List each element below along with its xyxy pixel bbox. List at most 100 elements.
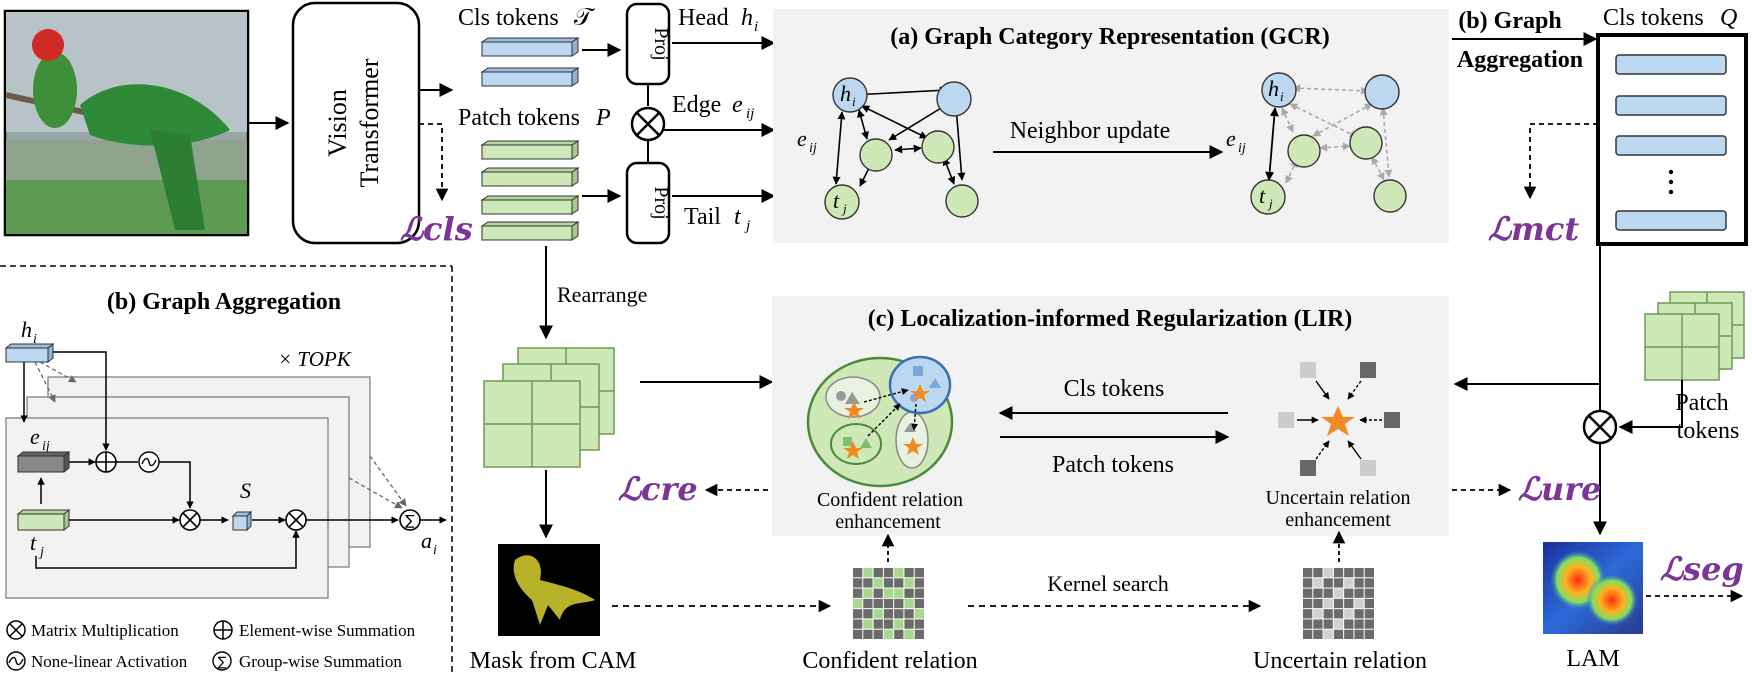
confident-matrix-cell [873, 609, 883, 619]
confident-matrix-cell [873, 578, 883, 588]
ga-h-dash-1 [34, 361, 56, 403]
ga-h-to-sum [53, 351, 110, 451]
ga-group-sum-op: ∑ [399, 509, 421, 531]
confident-matrix-cell [894, 619, 904, 629]
loss-seg: ℒseg [1660, 550, 1744, 588]
ga-sum-op [95, 451, 117, 473]
uncertain-label-2: enhancement [1285, 509, 1391, 531]
confident-matrix-cell [904, 619, 914, 629]
gcr-node-h-right-sub: i [1280, 89, 1284, 104]
uncertain-matrix-cell [1344, 568, 1354, 578]
uncertain-matrix-cell [1354, 578, 1364, 588]
uncertain-matrix-cell [1333, 619, 1344, 629]
uncertain-matrix-cell [1364, 619, 1374, 629]
ga-t-bypass [35, 530, 300, 569]
uncertain-matrix-cell [1354, 609, 1364, 619]
confident-matrix-cell [914, 629, 924, 639]
uncertain-matrix-cell [1313, 598, 1323, 609]
uncertain-matrix-cell [1303, 568, 1313, 578]
ga-topk: × TOPK [278, 347, 352, 371]
mask-label: Mask from CAM [470, 648, 637, 674]
proj-block-top: Proj [625, 2, 672, 86]
ga-t: t [30, 530, 37, 555]
confident-matrix-cell [904, 598, 914, 609]
ga-dash-gsum-1 [348, 477, 403, 509]
arrow-vit-lcls [419, 123, 449, 202]
proj-label-bottom: Proj [650, 186, 672, 219]
mask-image [498, 544, 600, 636]
uncertain-matrix-cell [1303, 609, 1313, 619]
uncertain-matrix-cell [1364, 568, 1374, 578]
uncertain-label-1: Uncertain relation [1266, 487, 1411, 509]
ga-a: a [421, 528, 432, 553]
confident-matrix-cell [914, 568, 924, 578]
lam-image [1543, 542, 1643, 634]
uncertain-matrix-cell [1354, 588, 1364, 598]
gcr-edge-left-sub: ij [809, 141, 817, 156]
loss-cls: ℒcls [400, 210, 473, 248]
uncertain-matrix-cell [1333, 588, 1344, 598]
ga-s: S [240, 478, 251, 503]
gcr-edge-right: e [1226, 126, 1236, 151]
gcr-node-t-right: t [1259, 183, 1266, 208]
confident-matrix-cell [894, 609, 904, 619]
uncertain-matrix-cell [1323, 598, 1333, 609]
cls-q-box [1596, 33, 1748, 246]
confident-label-1: Confident relation [817, 489, 963, 511]
uncertain-relation-label: Uncertain relation [1253, 648, 1427, 674]
uncertain-matrix-cell [1354, 598, 1364, 609]
lam-label: LAM [1566, 646, 1619, 672]
confident-matrix-cell [873, 588, 883, 598]
uncertain-matrix-cell [1344, 598, 1354, 609]
confident-matrix-cell [853, 578, 863, 588]
gcr-title: (a) Graph Category Representation (GCR) [890, 24, 1330, 50]
legend-mm: Matrix Multiplication [31, 621, 179, 640]
tail-label: Tail [684, 204, 721, 230]
gcr-panel: (a) Graph Category Representation (GCR) … [773, 9, 1449, 243]
arrow-patch-mul [1618, 380, 1683, 434]
graph-agg-top-line2: Aggregation [1457, 47, 1583, 73]
gcr-node-t: t [833, 188, 840, 213]
lir-cls-tokens: Cls tokens [1064, 376, 1165, 402]
confident-matrix-cell [914, 578, 924, 588]
uncertain-matrix-cell [1333, 568, 1344, 578]
patch-right-label-1: Patch [1675, 390, 1728, 416]
ga-h-token [4, 342, 55, 364]
confident-matrix-cell [863, 588, 873, 598]
uncertain-matrix-cell [1313, 619, 1323, 629]
ga-e: e [30, 424, 40, 449]
gcr-graph-right [1250, 72, 1407, 215]
uncertain-matrix-cell [1364, 598, 1374, 609]
uncertain-matrix-cell [1303, 629, 1313, 639]
gcr-edge-right-sub: ij [1238, 141, 1246, 156]
input-image [3, 9, 250, 237]
uncertain-matrix-cell [1344, 588, 1354, 598]
gcr-node-h-sub: i [852, 94, 856, 109]
ga-title: (b) Graph Aggregation [107, 289, 341, 315]
uncertain-matrix-cell [1364, 588, 1374, 598]
uncertain-relation-matrix [1303, 568, 1374, 639]
confident-matrix-cell [883, 588, 894, 598]
uncertain-matrix-cell [1313, 629, 1323, 639]
ga-act-to-mul [159, 461, 194, 509]
cls-q-symbol: Q [1720, 5, 1737, 31]
gcr-node-t-sub: j [841, 201, 847, 216]
cls-tokens-symbol: 𝒯 [574, 5, 596, 31]
uncertain-matrix-cell [1364, 609, 1374, 619]
ga-a-sub: i [433, 543, 437, 558]
uncertain-matrix-cell [1313, 609, 1323, 619]
edge-symbol: e [732, 92, 743, 118]
confident-matrix-cell [883, 578, 894, 588]
uncertain-graphic [1278, 362, 1400, 476]
legend-nla: None-linear Activation [31, 652, 188, 671]
legend-es-icon [213, 620, 233, 640]
uncertain-matrix-cell [1364, 578, 1374, 588]
confident-matrix-cell [853, 598, 863, 609]
patch-tokens-symbol: P [595, 105, 611, 131]
confident-matrix-cell [853, 568, 863, 578]
confident-matrix-cell [914, 598, 924, 609]
uncertain-matrix-cell [1354, 629, 1364, 639]
uncertain-matrix-cell [1313, 578, 1323, 588]
head-sub: i [754, 19, 758, 35]
